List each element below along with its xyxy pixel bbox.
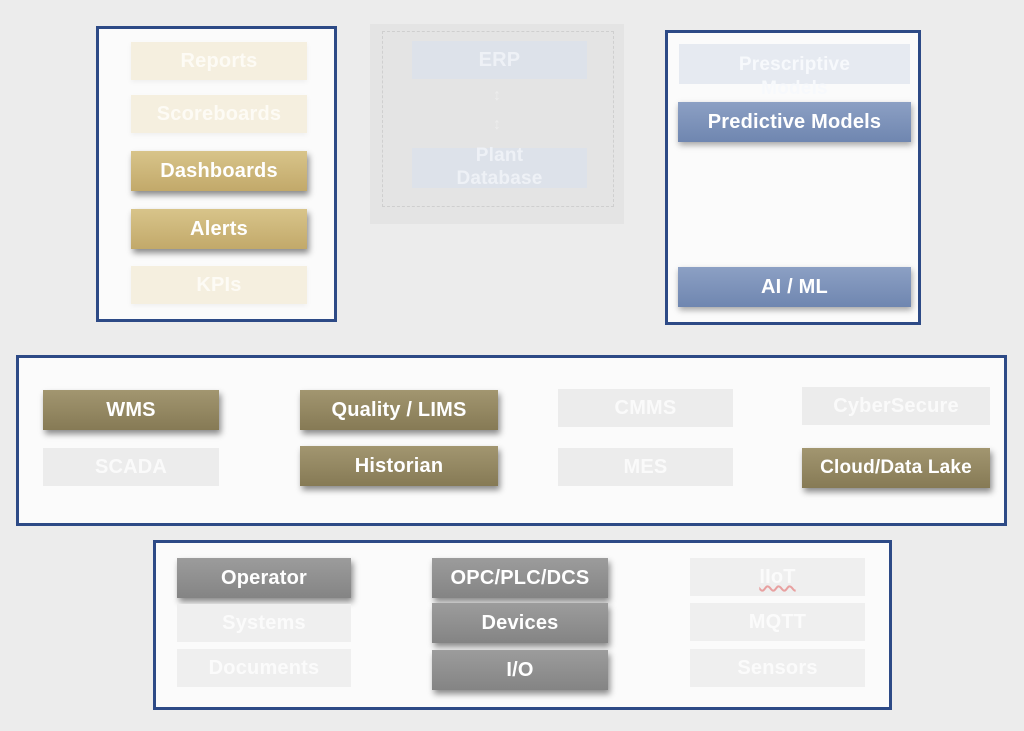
ai-ml-tile: AI / ML: [678, 267, 911, 307]
scada-tile: SCADA: [43, 448, 219, 486]
cmms-tile: CMMS: [558, 389, 733, 427]
plant-database-tile: Plant Database: [412, 145, 587, 189]
scoreboards-tile: Scoreboards: [131, 95, 307, 133]
iiot-tile: IIoT: [690, 558, 865, 596]
prescriptive-models-tile: Prescriptive Models: [679, 44, 910, 99]
systems-tile: Systems: [177, 604, 351, 642]
io-tile: I/O: [432, 650, 608, 690]
dashboards-tile: Dashboards: [131, 151, 307, 191]
documents-tile: Documents: [177, 649, 351, 687]
wms-tile: WMS: [43, 390, 219, 430]
iiot-label: IIoT: [759, 566, 796, 588]
applications-panel: [16, 355, 1007, 526]
alerts-tile: Alerts: [131, 209, 307, 249]
cloud-data-lake-tile: Cloud/Data Lake: [802, 448, 990, 488]
sensors-tile: Sensors: [690, 649, 865, 687]
historian-tile: Historian: [300, 446, 498, 486]
opc-plc-dcs-tile: OPC/PLC/DCS: [432, 558, 608, 598]
mqtt-tile: MQTT: [690, 603, 865, 641]
cybersecure-tile: CyberSecure: [802, 387, 990, 425]
kpis-tile: KPIs: [131, 266, 307, 304]
mes-tile: MES: [558, 448, 733, 486]
reports-tile: Reports: [131, 42, 307, 80]
double-arrow-icon: ↕: [493, 87, 501, 104]
quality-lims-tile: Quality / LIMS: [300, 390, 498, 430]
erp-tile: ERP: [412, 41, 587, 79]
enterprise-panel-dashed-border: [382, 31, 614, 207]
devices-tile: Devices: [432, 603, 608, 643]
predictive-models-tile: Predictive Models: [678, 102, 911, 142]
operator-tile: Operator: [177, 558, 351, 598]
double-arrow-icon-lower: ↕: [493, 116, 501, 133]
